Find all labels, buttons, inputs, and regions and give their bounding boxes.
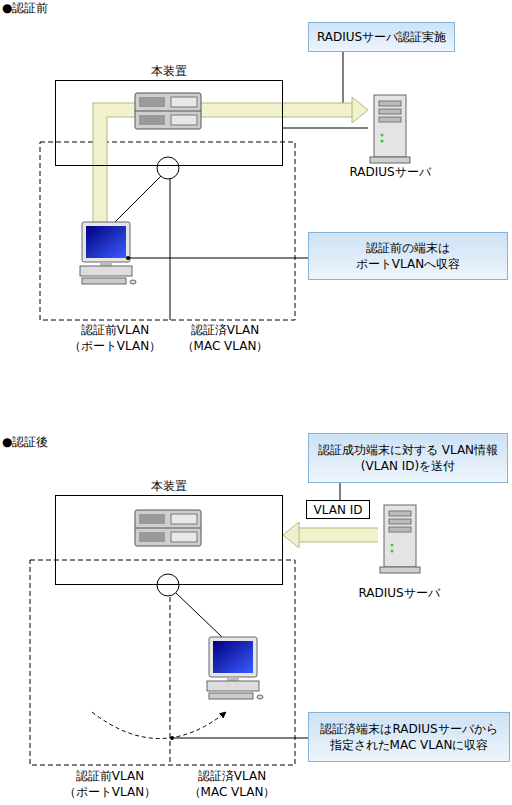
device-box: 本装置 [55, 80, 283, 166]
panel-heading: ●認証前 [2, 0, 92, 16]
callout-box: 認証前の端末は ポートVLANへ収容 [308, 232, 508, 280]
node-text: 認証前の端末は ポートVLANへ収容 [315, 240, 501, 272]
callout-box: RADIUSサーバ認証実施 [308, 22, 455, 52]
vlan-divider [170, 597, 171, 765]
panel-heading: ●認証後 [2, 434, 92, 450]
connector-line [283, 128, 368, 129]
arrow-head [352, 97, 368, 123]
terminal-wire [115, 176, 161, 222]
node-text: RADIUSサーバ認証実施 [317, 29, 446, 45]
switch-icon [135, 93, 201, 129]
node-text: VLAN ID [314, 502, 363, 518]
terminal-icon [80, 222, 136, 284]
terminal-wire [176, 593, 222, 637]
node-text: 認証済端末はRADIUSサーバから指定されたMAC VLANに収容 [315, 721, 503, 753]
flow-band [299, 529, 378, 542]
device-box: 本装置 [55, 495, 283, 585]
leader-line [128, 258, 308, 259]
vlan-label: 認証済VLAN （MAC VLAN） [175, 322, 275, 354]
callout-box: 認証済端末はRADIUSサーバから指定されたMAC VLANに収容 [308, 712, 510, 762]
vlan-region [30, 560, 295, 765]
move-arrow [92, 712, 226, 739]
node-text: 本装置 [56, 63, 282, 79]
node-text: 認証成功端末に対する VLAN情報(VLAN ID)を送付 [315, 442, 501, 474]
leader-line [343, 52, 344, 103]
switch-icon [135, 510, 201, 546]
leader-line [172, 738, 308, 739]
node-text: RADIUSサーバ [358, 585, 439, 601]
hub-circle [157, 157, 179, 179]
flow-band [283, 104, 352, 117]
node-text: 本装置 [56, 478, 282, 494]
vlan-label: 認証前VLAN （ポートVLAN） [65, 322, 165, 354]
flow-band-outline [299, 528, 378, 543]
connector-line [340, 483, 341, 500]
connector-path [283, 128, 368, 129]
server-node: RADIUSサーバ [368, 92, 412, 182]
vlan-label: 認証済VLAN （MAC VLAN） [182, 768, 282, 800]
tag-box: VLAN ID [306, 500, 370, 519]
server-icon [380, 505, 420, 573]
hub-circle [157, 574, 179, 596]
arrow-head [283, 522, 299, 548]
server-icon [370, 95, 410, 163]
callout-box: 認証成功端末に対する VLAN情報(VLAN ID)を送付 [308, 433, 508, 483]
flow-band-outline [283, 103, 352, 118]
vlan-region [40, 142, 295, 320]
node-text: RADIUSサーバ [349, 164, 430, 180]
leader-dot [170, 736, 174, 740]
terminal-icon [207, 637, 263, 699]
leader-dot [126, 256, 130, 260]
flow-arrow [283, 97, 368, 123]
server-node: RADIUSサーバ [378, 500, 420, 598]
vlan-wire [170, 179, 171, 320]
flow-arrow [283, 522, 378, 548]
connector-path [340, 483, 341, 500]
vlan-label: 認証前VLAN （ポートVLAN） [60, 768, 160, 800]
